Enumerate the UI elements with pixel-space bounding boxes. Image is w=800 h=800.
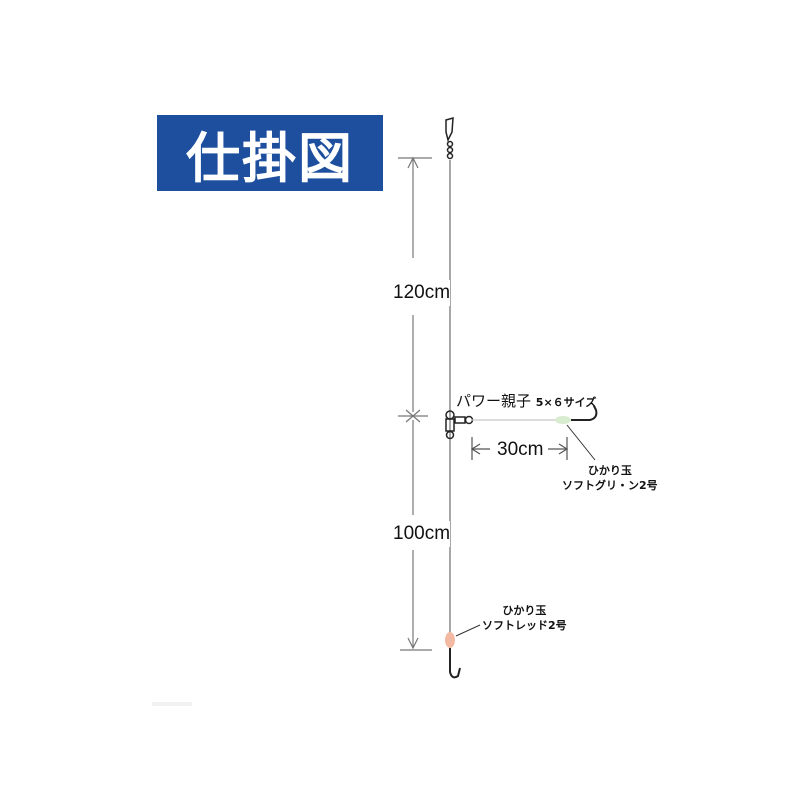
branch-bead-label: ひかり玉 ソフトグリ・ン2号 — [562, 463, 658, 493]
red-glow-bead — [445, 632, 455, 648]
snap-swivel-icon — [445, 116, 454, 160]
swivel-label: パワー親子 5×６サイズ — [456, 390, 596, 411]
faint-mark — [152, 702, 192, 706]
diagram-title: 仕掛図 — [157, 115, 383, 191]
branch-length-label: 30cm — [497, 437, 544, 463]
branch-bead-line1: ひかり玉 — [587, 464, 632, 477]
upper-dimension-line — [398, 156, 432, 423]
lower-length-label: 100cm — [393, 521, 451, 547]
power-swivel-icon — [445, 410, 474, 440]
lower-dimension-line — [400, 420, 432, 651]
bottom-bead-label: ひかり玉 ソフトレッド2号 — [482, 603, 567, 633]
branch-dimension-line — [470, 437, 569, 460]
bottom-hook-icon — [449, 648, 461, 679]
bottom-bead-line1: ひかり玉 — [502, 604, 547, 617]
branch-bead-line2: ソフトグリ・ン2号 — [562, 479, 658, 492]
branch-hook-icon — [571, 405, 598, 421]
green-glow-bead — [555, 416, 571, 424]
swivel-name: パワー親子 — [456, 392, 532, 410]
bottom-bead-line2: ソフトレッド2号 — [482, 619, 567, 632]
upper-length-label: 120cm — [393, 280, 451, 306]
swivel-size: 5×６サイズ — [535, 396, 597, 409]
